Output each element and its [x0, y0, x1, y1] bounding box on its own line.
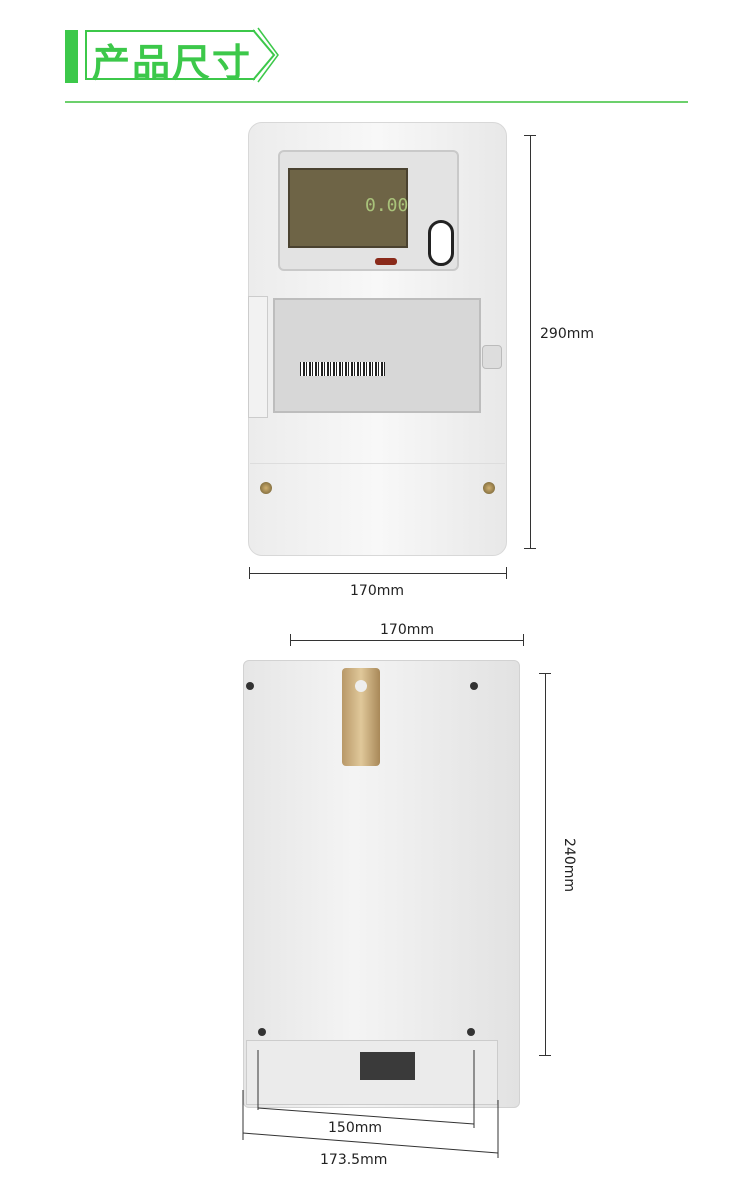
terminal-cover-edge	[250, 463, 505, 464]
mount-hole	[258, 1028, 266, 1036]
top-width-dimension-line	[290, 640, 523, 641]
meter-button	[428, 220, 454, 266]
lcd-screen	[288, 168, 408, 248]
back-height-label: 240mm	[561, 838, 577, 892]
meter-red-button	[375, 258, 397, 265]
dimension-tick	[506, 567, 507, 579]
title-box	[85, 30, 255, 80]
height-dimension-line	[530, 135, 531, 548]
front-width-label: 170mm	[350, 583, 404, 599]
bracket-hole	[355, 680, 367, 692]
page-title: 产品尺寸	[92, 41, 253, 85]
mount-hole	[470, 682, 478, 690]
screw-icon	[483, 482, 495, 494]
chevron-arrow-icon	[252, 27, 279, 83]
dimension-tick	[524, 135, 536, 136]
dimension-tick	[524, 548, 536, 549]
dimension-tick	[539, 1055, 551, 1056]
dimension-tick	[539, 673, 551, 674]
bottom-width-label: 173.5mm	[320, 1152, 388, 1168]
dimension-tick	[290, 634, 291, 646]
lcd-reading: 0.00	[365, 195, 409, 216]
title-accent-bar	[65, 30, 78, 83]
back-top-width-label: 170mm	[380, 622, 434, 638]
barcode	[300, 362, 385, 376]
meter-hinge	[248, 296, 268, 418]
meter-latch	[482, 345, 502, 369]
mount-width-label: 150mm	[328, 1120, 382, 1136]
divider	[65, 101, 688, 103]
bottom-dimension-lines	[242, 1050, 499, 1158]
dimension-tick	[249, 567, 250, 579]
front-height-label: 290mm	[540, 326, 594, 342]
back-height-dimension-line	[545, 673, 546, 1055]
mount-hole	[246, 682, 254, 690]
dimension-tick	[523, 634, 524, 646]
width-dimension-line	[249, 573, 506, 574]
screw-icon	[260, 482, 272, 494]
mount-hole	[467, 1028, 475, 1036]
terminal-slot	[360, 1052, 415, 1080]
meter-nameplate	[273, 298, 481, 413]
